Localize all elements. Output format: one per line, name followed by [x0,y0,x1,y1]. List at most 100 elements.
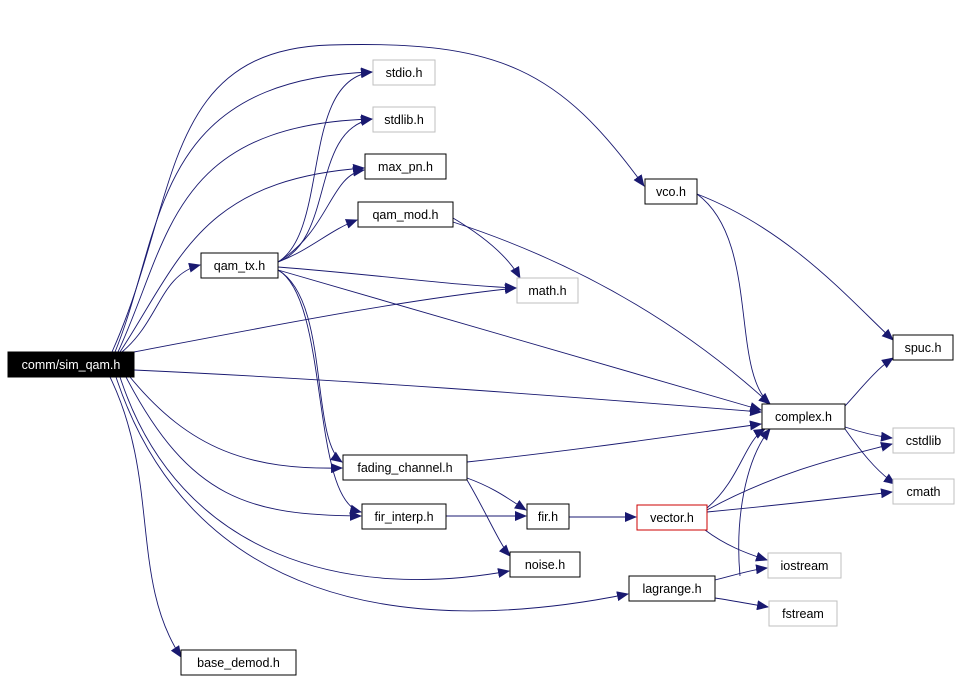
node-box [516,277,579,304]
node-label: fir_interp.h [374,510,433,524]
node-label: fstream [782,607,824,621]
edge-fading-channel-to-fir [466,477,527,511]
node-qam-mod[interactable]: qam_mod.h [357,201,454,228]
node-label: iostream [781,559,829,573]
node-stdio[interactable]: stdio.h [372,59,436,86]
node-box [342,454,468,481]
edge-qam-tx-to-math [277,266,517,293]
node-label: lagrange.h [642,582,701,596]
node-label: qam_mod.h [372,208,438,222]
node-box [526,503,570,530]
node-box [767,552,842,579]
node-box [892,334,954,361]
edge-sim-qam-to-stdlib [117,114,373,353]
node-label: fading_channel.h [357,461,452,475]
node-box [372,106,436,133]
node-label: fir.h [538,510,558,524]
node-label: noise.h [525,558,565,572]
node-box [761,403,846,430]
edge-fading-channel-to-noise [466,479,511,557]
edge-sim-qam-to-max-pn [119,163,365,353]
node-math[interactable]: math.h [516,277,579,304]
edge-sim-qam-to-fading-channel [129,376,343,474]
edge-qam-tx-to-fading-channel [277,269,343,463]
edge-complex-to-cmath [844,428,896,485]
node-cstdlib[interactable]: cstdlib [892,427,955,454]
edge-qam-tx-to-complex [277,269,762,412]
edge-qam-mod-to-complex [452,221,771,405]
node-sim-qam[interactable]: comm/sim_qam.h [7,351,135,378]
edge-vco-to-complex [696,193,771,405]
node-label: complex.h [775,410,832,424]
node-iostream[interactable]: iostream [767,552,842,579]
node-vector[interactable]: vector.h [636,504,708,531]
node-qam-tx[interactable]: qam_tx.h [200,252,279,279]
node-cmath[interactable]: cmath [892,478,955,505]
node-lagrange[interactable]: lagrange.h [628,575,716,602]
node-box [200,252,279,279]
node-box [892,427,955,454]
node-box [636,504,708,531]
node-fstream[interactable]: fstream [768,600,838,627]
node-noise[interactable]: noise.h [509,551,581,578]
nodes: comm/sim_qam.h stdio.h stdlib.h max_pn.hqam… [7,59,955,676]
node-label: comm/sim_qam.h [22,358,121,372]
node-box [628,575,716,602]
node-box [7,351,135,378]
node-label: math.h [528,284,566,298]
edge-qam-tx-to-stdlib [277,116,373,263]
edge-sim-qam-to-complex [133,369,762,417]
node-box [768,600,838,627]
edges [109,44,896,658]
node-box [372,59,436,86]
edge-fading-channel-to-complex [466,420,762,463]
node-fir-interp[interactable]: fir_interp.h [361,503,447,530]
node-base-demod[interactable]: base_demod.h [180,649,297,676]
node-box [357,201,454,228]
edge-sim-qam-to-qam-tx [121,262,201,353]
edge-qam-mod-to-math [452,217,521,279]
edge-sim-qam-to-math [133,284,517,353]
node-label: stdlib.h [384,113,424,127]
node-label: cmath [906,485,940,499]
node-box [509,551,581,578]
node-label: base_demod.h [197,656,280,670]
edge-sim-qam-to-fir-interp [125,376,362,521]
node-spuc[interactable]: spuc.h [892,334,954,361]
edge-lagrange-to-complex [738,428,771,577]
node-box [180,649,297,676]
edge-lagrange-to-iostream [714,564,768,581]
node-stdlib[interactable]: stdlib.h [372,106,436,133]
node-box [361,503,447,530]
node-fir[interactable]: fir.h [526,503,570,530]
node-label: cstdlib [906,434,941,448]
edge-qam-tx-to-fir-interp [277,269,362,515]
node-label: spuc.h [905,341,942,355]
node-label: qam_tx.h [214,259,265,273]
edge-lagrange-to-fstream [714,597,769,611]
edge-vco-to-spuc [696,193,894,341]
edge-qam-tx-to-qam-mod [277,219,358,263]
edge-sim-qam-to-lagrange [115,376,629,612]
edge-vector-to-cstdlib [706,441,893,511]
edge-sim-qam-to-base-demod [109,376,182,658]
node-complex[interactable]: complex.h [761,403,846,430]
edge-qam-tx-to-stdio [277,68,373,263]
node-label: vector.h [650,511,694,525]
edge-vector-to-complex [706,428,766,509]
node-fading-channel[interactable]: fading_channel.h [342,454,468,481]
edge-sim-qam-to-vco [111,44,645,353]
edge-qam-tx-to-max-pn [277,166,365,263]
edge-vector-to-iostream [704,529,768,562]
node-max-pn[interactable]: max_pn.h [364,153,447,180]
node-vco[interactable]: vco.h [644,178,698,205]
node-box [364,153,447,180]
node-box [892,478,955,505]
node-label: stdio.h [386,66,423,80]
edge-complex-to-cstdlib [844,426,893,442]
edge-sim-qam-to-noise [119,376,510,580]
edge-vector-to-cmath [706,488,893,513]
edge-sim-qam-to-stdio [114,67,373,353]
edge-complex-to-spuc [844,357,894,407]
